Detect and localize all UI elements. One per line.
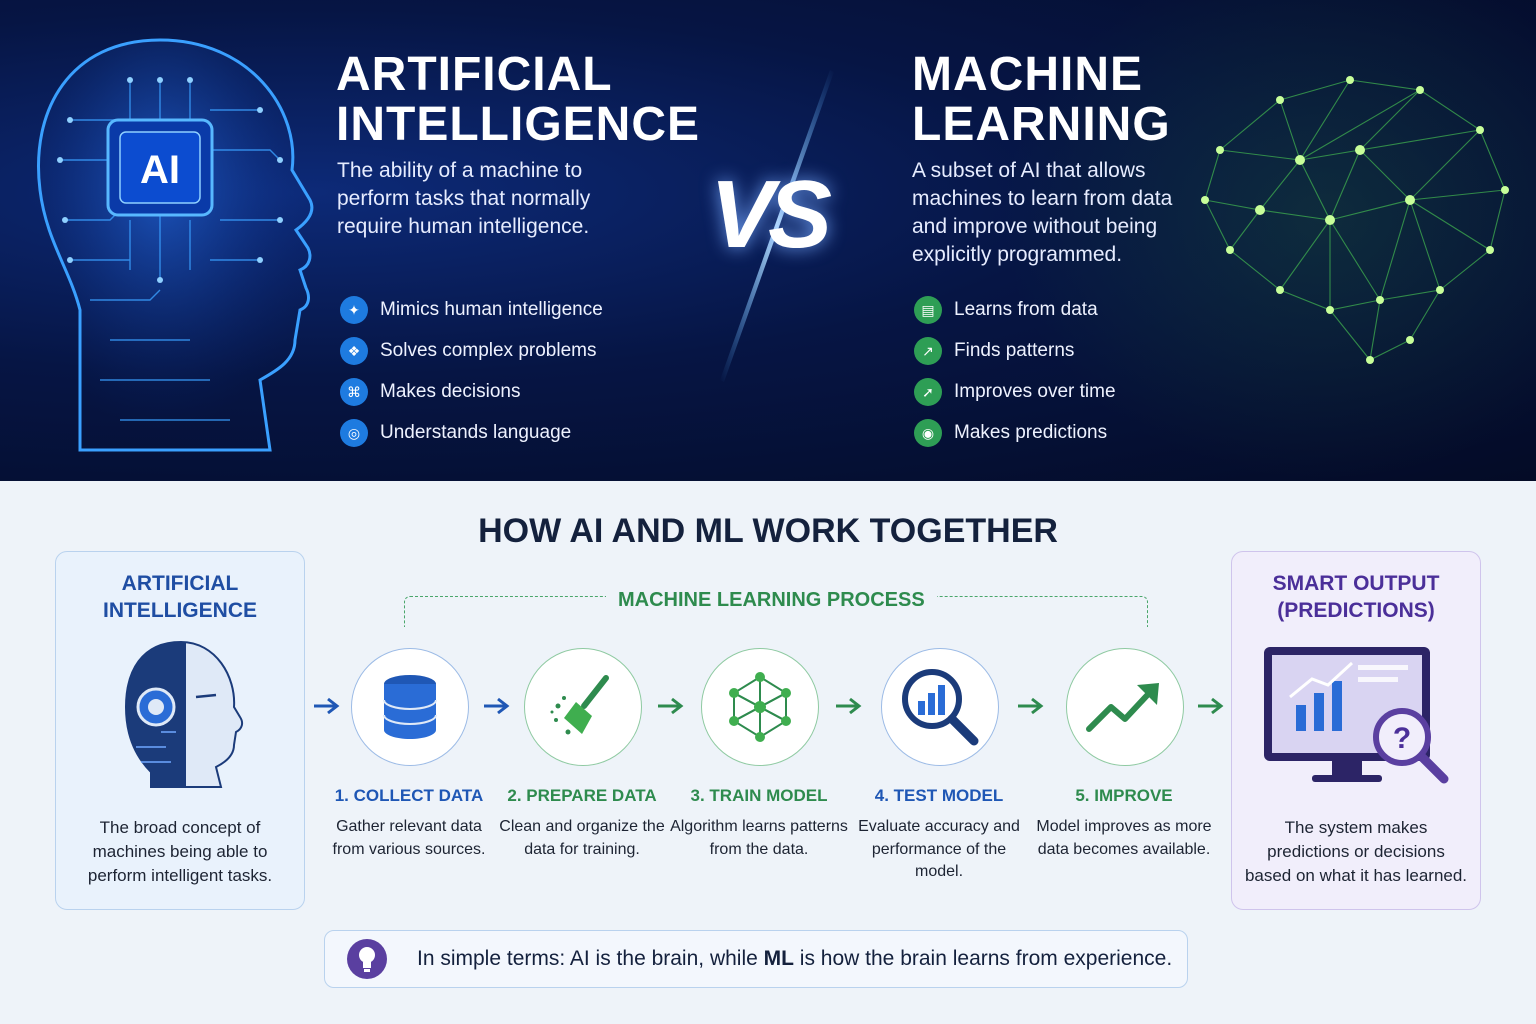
ai-title-line1: ARTIFICIAL — [336, 48, 613, 101]
summary-banner: In simple terms: AI is the brain, while … — [324, 930, 1188, 988]
output-card-title: SMART OUTPUT (PREDICTIONS) — [1232, 570, 1480, 624]
chart-icon: ↗ — [914, 337, 942, 365]
ai-feature-3: ⌘ Makes decisions — [340, 378, 520, 406]
output-card-title-line2: (PREDICTIONS) — [1277, 599, 1435, 622]
ai-chip-label: AI — [140, 148, 180, 192]
step-text: Algorithm learns patterns from the data. — [670, 818, 848, 858]
step-title: 1. COLLECT DATA — [334, 786, 484, 805]
target-icon: ◉ — [914, 419, 942, 447]
arrow-right-icon — [658, 697, 684, 715]
ml-title: MACHINE LEARNING — [912, 50, 1171, 150]
ai-card-text: The broad concept of machines being able… — [87, 818, 273, 885]
ai-card-title-line2: INTELLIGENCE — [102, 599, 257, 622]
arrow-right-icon — [484, 697, 510, 715]
database-icon — [383, 675, 437, 739]
neural-brain-icon — [1201, 76, 1509, 364]
comparison-banner: AI ARTIFICIAL INTELLIGENCE The ability o… — [0, 0, 1536, 481]
ai-title: ARTIFICIAL INTELLIGENCE — [336, 50, 700, 150]
network-icon — [729, 672, 791, 742]
step-text: Evaluate accuracy and performance of the… — [858, 818, 1020, 880]
brain-icon: ✦ — [340, 296, 368, 324]
process-label: MACHINE LEARNING PROCESS — [606, 589, 937, 612]
trend-up-icon — [1086, 683, 1159, 732]
ml-title-line1: MACHINE — [912, 48, 1143, 101]
step-title: 2. PREPARE DATA — [507, 786, 657, 805]
step-train-circle — [701, 648, 819, 766]
ml-feature-2: ↗ Finds patterns — [914, 337, 1074, 365]
monitor-prediction-icon: ? — [1264, 647, 1449, 784]
lightbulb-icon — [347, 939, 387, 979]
output-card-text: The system makes predictions or decision… — [1244, 818, 1468, 885]
ml-feature-3: ➚ Improves over time — [914, 378, 1116, 406]
ai-feature-1: ✦ Mimics human intelligence — [340, 296, 603, 324]
broom-icon — [550, 675, 609, 735]
ml-glow — [1000, 0, 1536, 481]
ml-title-line2: LEARNING — [912, 98, 1171, 151]
magnifier-chart-icon — [902, 669, 979, 746]
ai-title-line2: INTELLIGENCE — [336, 98, 701, 151]
step-title: 3. TRAIN MODEL — [690, 786, 828, 805]
ml-feature-label: Makes predictions — [954, 422, 1108, 443]
ml-feature-4: ◉ Makes predictions — [914, 419, 1107, 447]
step-title: 4. TEST MODEL — [874, 786, 1004, 805]
ml-feature-label: Learns from data — [954, 299, 1098, 320]
step-prepare-circle — [524, 648, 642, 766]
step-title: 5. IMPROVE — [1075, 786, 1173, 805]
ml-description: A subset of AI that allows machines to l… — [912, 159, 1173, 266]
output-card-title-line1: SMART OUTPUT — [1272, 572, 1440, 595]
arrow-right-icon — [1198, 697, 1224, 715]
step-test-circle — [881, 648, 999, 766]
step-improve-circle — [1066, 648, 1184, 766]
vs-label: VS — [710, 161, 832, 268]
puzzle-icon: ❖ — [340, 337, 368, 365]
summary-prefix: In simple terms: AI is the brain, while — [417, 947, 764, 970]
ai-head-icon: AI — [37, 38, 314, 452]
ai-feature-label: Makes decisions — [380, 381, 521, 402]
smart-output-card: SMART OUTPUT (PREDICTIONS) ? The system … — [1231, 551, 1481, 910]
ai-feature-4: ◎ Understands language — [340, 419, 571, 447]
database-icon: ▤ — [914, 296, 942, 324]
summary-emphasis: ML — [763, 947, 794, 970]
step-text: Clean and organize the data for training… — [499, 818, 665, 858]
ai-description: The ability of a machine to perform task… — [337, 159, 591, 238]
ai-feature-label: Understands language — [380, 422, 572, 443]
chat-icon: ◎ — [340, 419, 368, 447]
section-title: HOW AI AND ML WORK TOGETHER — [478, 512, 1058, 550]
arrow-right-icon — [1018, 697, 1044, 715]
summary-suffix: is how the brain learns from experience. — [793, 947, 1173, 970]
ml-feature-label: Improves over time — [954, 381, 1116, 402]
ai-feature-2: ❖ Solves complex problems — [340, 337, 596, 365]
step-text: Gather relevant data from various source… — [332, 818, 486, 858]
ml-feature-1: ▤ Learns from data — [914, 296, 1098, 324]
lightning-streak-icon — [720, 70, 834, 382]
arrow-right-icon — [314, 697, 340, 715]
ai-card-title-line1: ARTIFICIAL — [121, 572, 239, 595]
robot-head-icon — [124, 640, 244, 788]
ai-card-title: ARTIFICIAL INTELLIGENCE — [56, 570, 304, 624]
ml-feature-label: Finds patterns — [954, 340, 1075, 361]
trend-icon: ➚ — [914, 378, 942, 406]
step-collect-circle — [351, 648, 469, 766]
arrow-right-icon — [836, 697, 862, 715]
ai-feature-label: Mimics human intelligence — [380, 299, 603, 320]
ai-concept-card: ARTIFICIAL INTELLIGENCE The broad concep… — [55, 551, 305, 910]
summary-text: In simple terms: AI is the brain, while … — [417, 947, 1172, 971]
svg-text:?: ? — [1393, 722, 1411, 755]
step-text: Model improves as more data becomes avai… — [1036, 818, 1212, 858]
ai-feature-label: Solves complex problems — [380, 340, 597, 361]
nodes-icon: ⌘ — [340, 378, 368, 406]
